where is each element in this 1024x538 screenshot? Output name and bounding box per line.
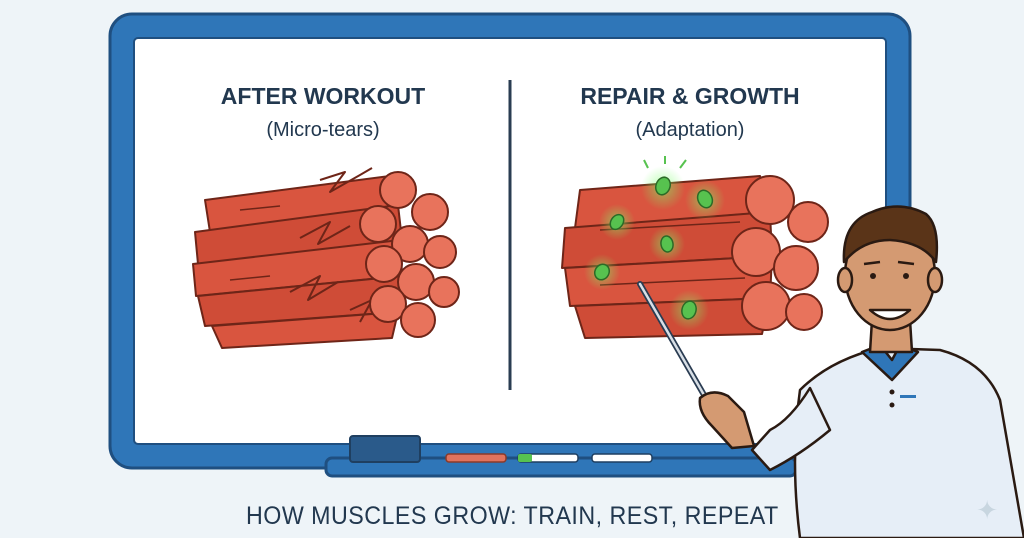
right-panel-subtitle: (Adaptation) [636,119,745,141]
sparkle-icon: ✦ [976,496,998,526]
left-panel-subtitle: (Micro-tears) [266,119,379,141]
red-marker[interactable] [445,453,507,463]
blue-marker[interactable] [591,453,653,463]
repair-cells [584,156,725,330]
right-panel-title: REPAIR & GROWTH [580,83,799,109]
eraser[interactable] [349,435,421,463]
headline: HOW MUSCLES GROW: TRAIN, REST, REPEAT [0,502,1024,531]
headline-text: HOW MUSCLES GROW: TRAIN, REST, REPEAT [245,502,779,530]
hand [698,391,756,450]
torn-muscle-bundle [192,167,460,349]
green-marker-cap [518,454,532,462]
left-panel-title: AFTER WORKOUT [221,83,425,109]
presenter [698,205,1024,538]
